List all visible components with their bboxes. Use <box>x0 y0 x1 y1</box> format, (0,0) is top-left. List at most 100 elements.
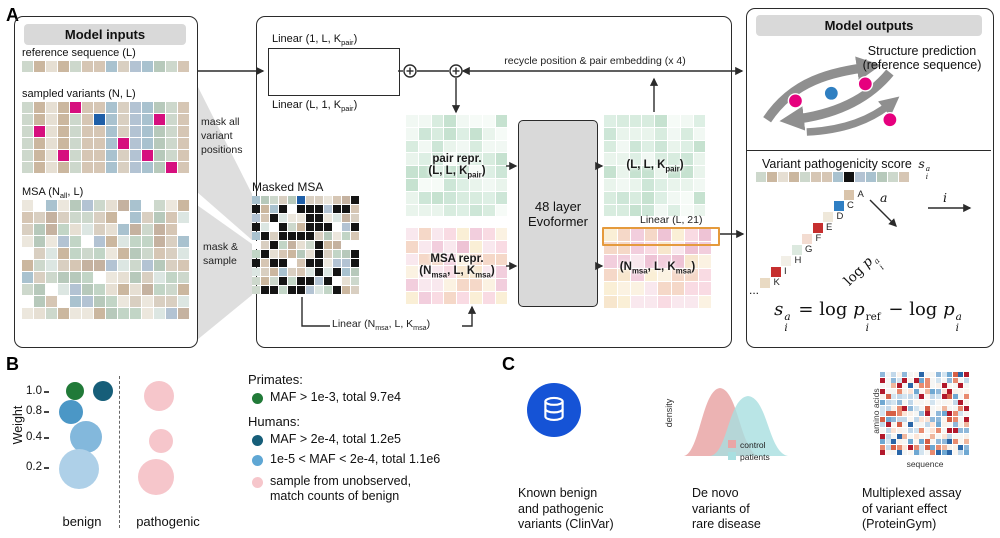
grid-cell <box>913 422 919 428</box>
grid-cell <box>907 433 913 439</box>
grid-cell <box>698 295 711 308</box>
grid-cell <box>941 439 947 445</box>
grid-cell <box>418 291 431 304</box>
legend-dot-primates <box>252 393 263 404</box>
grid-cell <box>896 394 902 400</box>
grid-cell <box>469 253 482 266</box>
grid-cell <box>22 224 33 235</box>
axis-i-label: i <box>943 190 947 205</box>
grid-cell <box>644 282 657 295</box>
grid-cell <box>166 236 177 247</box>
grid-cell <box>333 241 341 249</box>
grid-cell <box>58 260 69 271</box>
grid-cell <box>288 232 296 240</box>
grid-cell <box>351 205 359 213</box>
panel-b-label: B <box>6 354 19 374</box>
grid-cell <box>166 248 177 259</box>
grid-cell <box>907 372 913 377</box>
grid-cell <box>406 191 418 204</box>
grid-cell <box>919 416 925 422</box>
grid-cell <box>406 204 418 217</box>
grid-cell <box>693 204 706 217</box>
grid-cell <box>667 204 680 217</box>
grid-cell <box>279 214 287 222</box>
grid-cell <box>482 127 495 140</box>
grid-cell <box>952 372 958 377</box>
grid-cell <box>406 140 418 153</box>
diagonal-cell <box>844 190 854 200</box>
grid-cell <box>658 255 671 268</box>
amino-acid-letter: E <box>826 222 833 233</box>
linear-pair-block <box>268 48 400 96</box>
grid-cell <box>118 126 129 137</box>
amino-acid-letter: A <box>857 189 864 200</box>
grid-cell <box>342 232 350 240</box>
amino-acid-letter: H <box>794 255 802 266</box>
diagonal-cell <box>802 234 812 244</box>
grid-cell <box>288 223 296 231</box>
density-legend: control patients <box>728 440 770 462</box>
grid-cell <box>958 377 964 383</box>
grid-cell <box>907 388 913 394</box>
diagonal-cell <box>812 223 823 233</box>
diagonal-cell <box>770 267 781 277</box>
grid-cell <box>896 444 902 450</box>
grid-cell <box>94 114 105 125</box>
grid-cell <box>342 205 350 213</box>
grid-cell <box>907 399 913 405</box>
grid-cell <box>178 308 189 319</box>
grid-cell <box>655 127 667 140</box>
grid-cell <box>315 268 323 276</box>
grid-cell <box>70 126 81 137</box>
grid-cell <box>22 138 33 149</box>
grid-cell <box>261 286 269 294</box>
grid-cell <box>930 383 936 389</box>
grid-cell <box>70 212 81 223</box>
grid-cell <box>178 260 189 271</box>
grid-cell <box>469 204 482 217</box>
grid-cell <box>482 204 495 217</box>
legend-primates-item: MAF > 1e-3, total 9.7e4 <box>270 390 401 404</box>
grid-cell <box>495 204 508 217</box>
grid-cell <box>130 162 141 173</box>
grid-cell <box>82 126 93 137</box>
grid-cell <box>658 228 671 241</box>
grid-cell <box>444 253 457 266</box>
grid-cell <box>82 272 93 283</box>
grid-cell <box>902 411 908 417</box>
grid-cell <box>306 223 314 231</box>
grid-cell <box>963 411 969 417</box>
grid-cell <box>644 295 657 308</box>
bubble-pathogenic <box>144 381 174 411</box>
grid-cell <box>671 268 684 281</box>
grid-cell <box>315 232 323 240</box>
grid-cell <box>279 223 287 231</box>
grid-cell <box>958 439 964 445</box>
grid-cell <box>919 377 925 383</box>
grid-cell <box>935 433 941 439</box>
grid-cell <box>342 241 350 249</box>
grid-cell <box>924 427 930 433</box>
grid-cell <box>118 224 129 235</box>
grid-cell <box>315 277 323 285</box>
grid-cell <box>604 140 616 153</box>
grid-cell <box>178 296 189 307</box>
grid-cell <box>958 416 964 422</box>
grid-cell <box>963 377 969 383</box>
grid-cell <box>288 259 296 267</box>
grid-cell <box>913 388 919 394</box>
grid-cell <box>118 248 129 259</box>
grid-cell <box>22 162 33 173</box>
grid-cell <box>106 61 117 72</box>
grid-cell <box>106 126 117 137</box>
grid-cell <box>106 296 117 307</box>
grid-cell <box>642 191 655 204</box>
grid-cell <box>789 172 799 182</box>
grid-cell <box>418 240 431 253</box>
grid-cell <box>495 228 508 240</box>
grid-cell <box>913 411 919 417</box>
grid-cell <box>924 377 930 383</box>
variant-site-dot <box>882 111 898 128</box>
grid-cell <box>142 212 153 223</box>
